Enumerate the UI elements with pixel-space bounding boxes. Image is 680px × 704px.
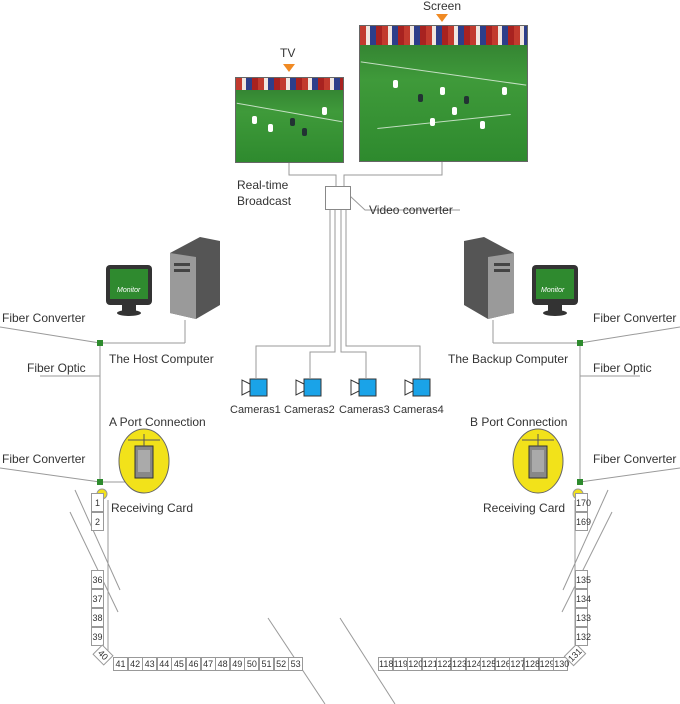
fiber-converter-label-left-bottom: Fiber Converter bbox=[2, 452, 86, 466]
panel-number: 135 bbox=[575, 570, 591, 589]
fiber-converter-label-right-top: Fiber Converter bbox=[593, 311, 677, 325]
camera-label: Cameras2 bbox=[284, 404, 335, 416]
panel-number: 50 bbox=[244, 657, 260, 671]
panel-number: 170 bbox=[575, 493, 591, 512]
panel-number: 43 bbox=[142, 657, 158, 671]
camera-label: Cameras1 bbox=[230, 404, 281, 416]
backup-computer-label: The Backup Computer bbox=[448, 352, 569, 366]
panel-number: 2 bbox=[91, 512, 104, 531]
screen-arrow bbox=[436, 14, 448, 22]
panel-number: 46 bbox=[186, 657, 201, 671]
backup-monitor-label: Monitor bbox=[541, 287, 565, 294]
panel-number: 52 bbox=[273, 657, 289, 671]
screen-label: Screen bbox=[423, 0, 462, 13]
panel-number: 120 bbox=[407, 657, 424, 671]
panel-number: 48 bbox=[215, 657, 231, 671]
panel-number: 132 bbox=[575, 627, 591, 646]
a-port-label: A Port Connection bbox=[109, 415, 206, 429]
panel-number: 36 bbox=[91, 570, 104, 589]
fiber-optic-label-left: Fiber Optic bbox=[27, 361, 86, 375]
panel-number: 126 bbox=[494, 657, 511, 671]
camera-icon bbox=[241, 378, 268, 397]
panel-number: 39 bbox=[91, 627, 104, 646]
video-converter-label: Video converter bbox=[369, 203, 453, 217]
tv-label: TV bbox=[280, 46, 296, 60]
panel-number: 134 bbox=[575, 589, 591, 608]
panel-number: 124 bbox=[465, 657, 482, 671]
camera-icon bbox=[404, 378, 431, 397]
panel-number: 1 bbox=[91, 493, 104, 512]
panel-number: 125 bbox=[480, 657, 497, 671]
panel-number: 118 bbox=[378, 657, 394, 671]
fiber-converter-label-right-bottom: Fiber Converter bbox=[593, 452, 677, 466]
panel-number: 119 bbox=[392, 657, 408, 671]
panel-number: 133 bbox=[575, 608, 591, 627]
camera-icon bbox=[295, 378, 322, 397]
receiving-card-label-left: Receiving Card bbox=[111, 501, 194, 515]
panel-number: 45 bbox=[171, 657, 187, 671]
panel-number: 129 bbox=[538, 657, 555, 671]
panel-number: 49 bbox=[229, 657, 245, 671]
camera-icon bbox=[350, 378, 377, 397]
camera-label: Cameras3 bbox=[339, 404, 390, 416]
panel-number: 169 bbox=[575, 512, 591, 531]
panel-number: 128 bbox=[524, 657, 541, 671]
panel-number: 130 bbox=[553, 657, 570, 671]
panel-number: 42 bbox=[127, 657, 143, 671]
panel-number: 123 bbox=[451, 657, 468, 671]
fiber-optic-label-right: Fiber Optic bbox=[593, 361, 652, 375]
panel-number: 122 bbox=[436, 657, 453, 671]
panel-number: 121 bbox=[421, 657, 438, 671]
receiving-card-icon-left bbox=[118, 428, 170, 494]
receiving-card-icon-right bbox=[512, 428, 564, 494]
panel-number: 38 bbox=[91, 608, 104, 627]
video-converter-box bbox=[325, 186, 351, 210]
camera-label: Cameras4 bbox=[393, 404, 444, 416]
backup-computer-icon bbox=[464, 237, 578, 319]
tv-image bbox=[235, 77, 344, 163]
receiving-card-label-right: Receiving Card bbox=[483, 501, 566, 515]
tv-arrow bbox=[283, 64, 295, 72]
host-computer-label: The Host Computer bbox=[109, 352, 214, 366]
fiber-converter-label-left-top: Fiber Converter bbox=[2, 311, 86, 325]
panel-number: 53 bbox=[288, 657, 304, 671]
host-computer-icon bbox=[106, 237, 220, 319]
panel-number: 47 bbox=[200, 657, 216, 671]
panel-number: 37 bbox=[91, 589, 104, 608]
realtime-broadcast-label: Real-time Broadcast bbox=[237, 178, 292, 208]
b-port-label: B Port Connection bbox=[470, 415, 568, 429]
panel-number: 44 bbox=[156, 657, 172, 671]
panel-number: 41 bbox=[113, 657, 128, 671]
panel-number: 127 bbox=[509, 657, 526, 671]
host-monitor-label: Monitor bbox=[117, 287, 141, 294]
screen-image bbox=[359, 25, 528, 162]
panel-number: 51 bbox=[259, 657, 274, 671]
